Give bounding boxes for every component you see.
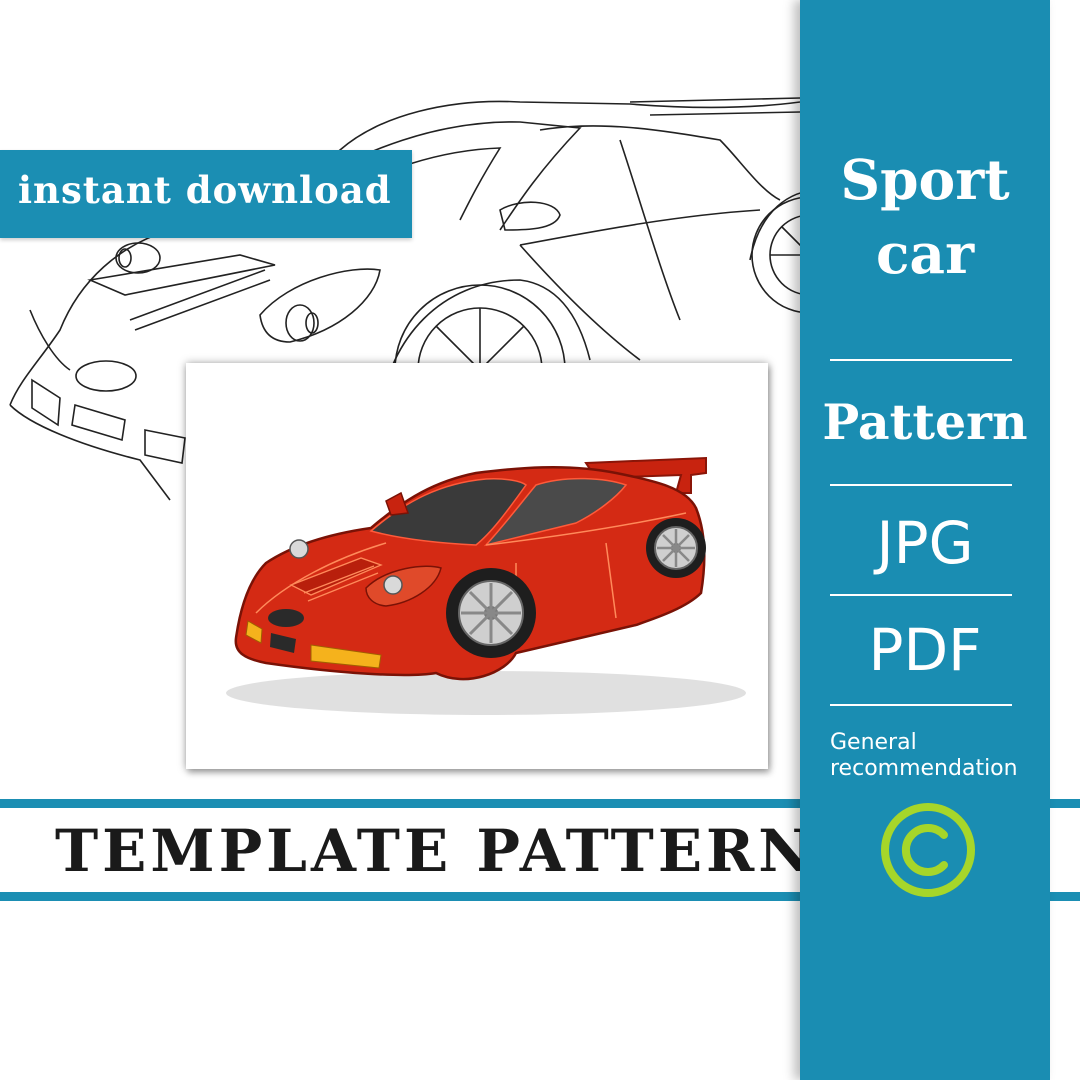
- divider-3: [830, 594, 1012, 596]
- badge-label: instant download: [18, 168, 392, 212]
- title-sport: Sport: [840, 147, 1010, 212]
- band-top-line: [0, 799, 1080, 808]
- format-pattern: Pattern: [822, 393, 1028, 451]
- template-pattern-title: TEMPLATE PATTERN: [55, 817, 816, 885]
- note-general: General: [830, 730, 917, 755]
- info-sidebar: Sport car Pattern JPG PDF General recomm…: [800, 0, 1050, 1080]
- red-sport-car-photo: [226, 456, 746, 715]
- divider-1: [830, 359, 1012, 361]
- copyright-icon: [881, 803, 975, 897]
- divider-4: [830, 704, 1012, 706]
- title-car: car: [875, 221, 975, 286]
- instant-download-badge: instant download: [0, 150, 412, 238]
- note-recommendation: recommendation: [830, 756, 1018, 781]
- divider-2: [830, 484, 1012, 486]
- product-photo-card: [186, 363, 768, 769]
- band-bottom-line: [0, 892, 1080, 901]
- format-pdf: PDF: [868, 616, 982, 684]
- format-jpg: JPG: [876, 509, 974, 577]
